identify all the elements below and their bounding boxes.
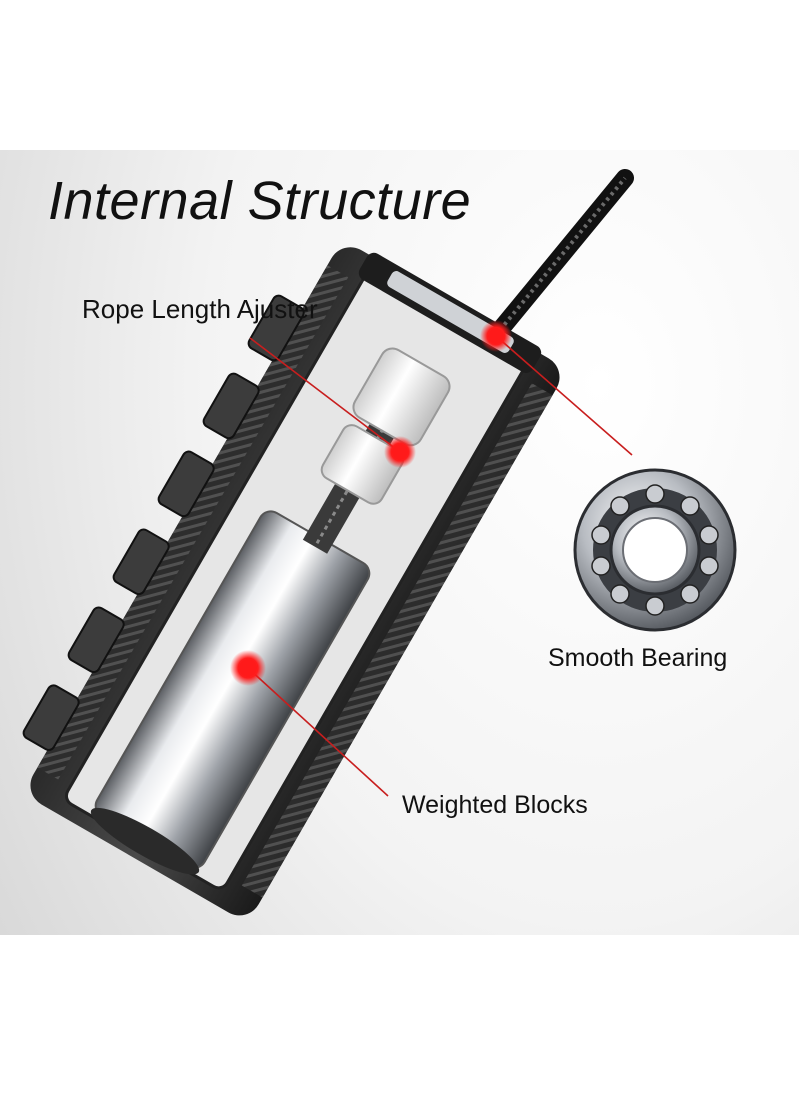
label-weighted-blocks: Weighted Blocks [402,791,588,819]
leader-line-blocks [247,667,389,797]
label-rope-length-adjuster: Rope Length Ajuster [82,294,318,324]
adjuster-cap-upper [352,347,451,447]
handle-cutaway [22,247,560,916]
leader-line-bearing [495,335,633,456]
adjuster-cap-lower [320,424,405,505]
diagram-title: Internal Structure [48,171,472,231]
leader-line-adjuster [249,337,401,453]
leader-lines [247,335,633,797]
bearing-illustration [573,468,737,632]
rope-cable [491,169,634,339]
bearing-balls [591,484,719,616]
callout-markers [230,320,512,686]
label-smooth-bearing: Smooth Bearing [548,644,728,672]
